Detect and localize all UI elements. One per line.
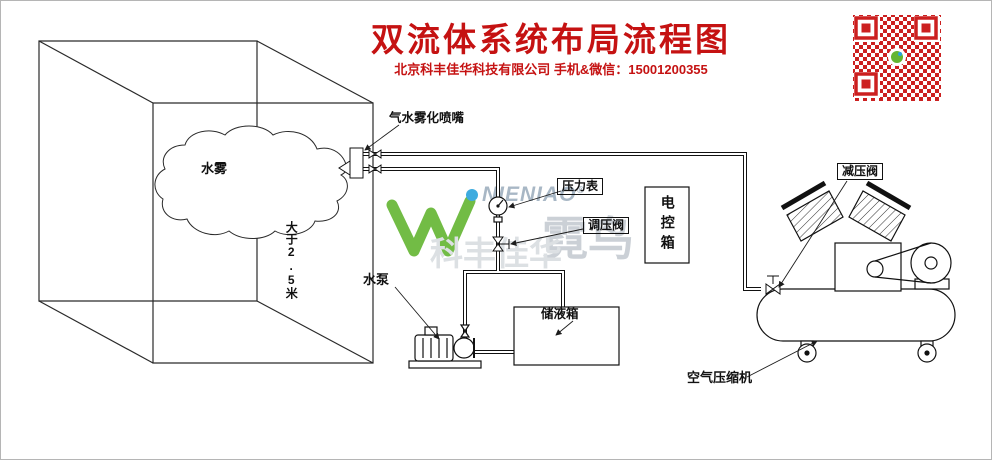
leader-lines <box>364 124 848 378</box>
pump-symbol <box>408 324 482 369</box>
nozzle-leader-line <box>364 124 400 151</box>
brand-bird-logo-icon <box>386 189 478 257</box>
tank-leader-line <box>555 320 574 336</box>
spray-nozzle-symbol <box>338 147 382 179</box>
watermark-brand-cn: 霓鸟 <box>542 213 634 265</box>
regulating-valve-leader-line <box>510 228 584 246</box>
reducing-valve-leader-line <box>778 180 848 288</box>
qr-finder-patterns <box>854 16 940 98</box>
pressure-gauge-label: 压力表 <box>557 178 604 196</box>
mist-label: 水雾 <box>201 161 228 176</box>
tank-label: 储液箱 <box>541 307 579 321</box>
reducing-valve-symbol <box>765 275 781 295</box>
pump-leader-line <box>394 286 440 340</box>
height-dimension-label: 大于2.5米 <box>284 221 299 299</box>
compressor-drawing <box>756 180 956 363</box>
pump-label: 水泵 <box>363 272 390 287</box>
qr-code <box>851 13 943 103</box>
page-title: 双流体系统布局流程图 <box>371 21 731 58</box>
reducing-valve-label: 减压阀 <box>837 163 884 181</box>
control-box-label: 电控箱 <box>659 195 676 255</box>
nozzle-label: 气水雾化喷嘴 <box>389 111 465 125</box>
regulating-valve-label: 调压阀 <box>583 217 630 235</box>
storage-tank-box <box>513 306 620 366</box>
mist-cloud <box>154 125 348 239</box>
compressor-leader-line <box>746 340 818 378</box>
room-box <box>38 40 374 364</box>
regulating-valve-symbol <box>492 236 510 252</box>
page-subtitle: 北京科丰佳华科技有限公司 手机&微信：15001200355 <box>394 62 708 77</box>
registered-mark: ® <box>576 185 585 196</box>
gauge-leader-line <box>508 190 562 209</box>
compressor-label: 空气压缩机 <box>687 370 753 385</box>
pressure-gauge-symbol <box>488 196 508 223</box>
control-box-outline <box>644 186 690 264</box>
